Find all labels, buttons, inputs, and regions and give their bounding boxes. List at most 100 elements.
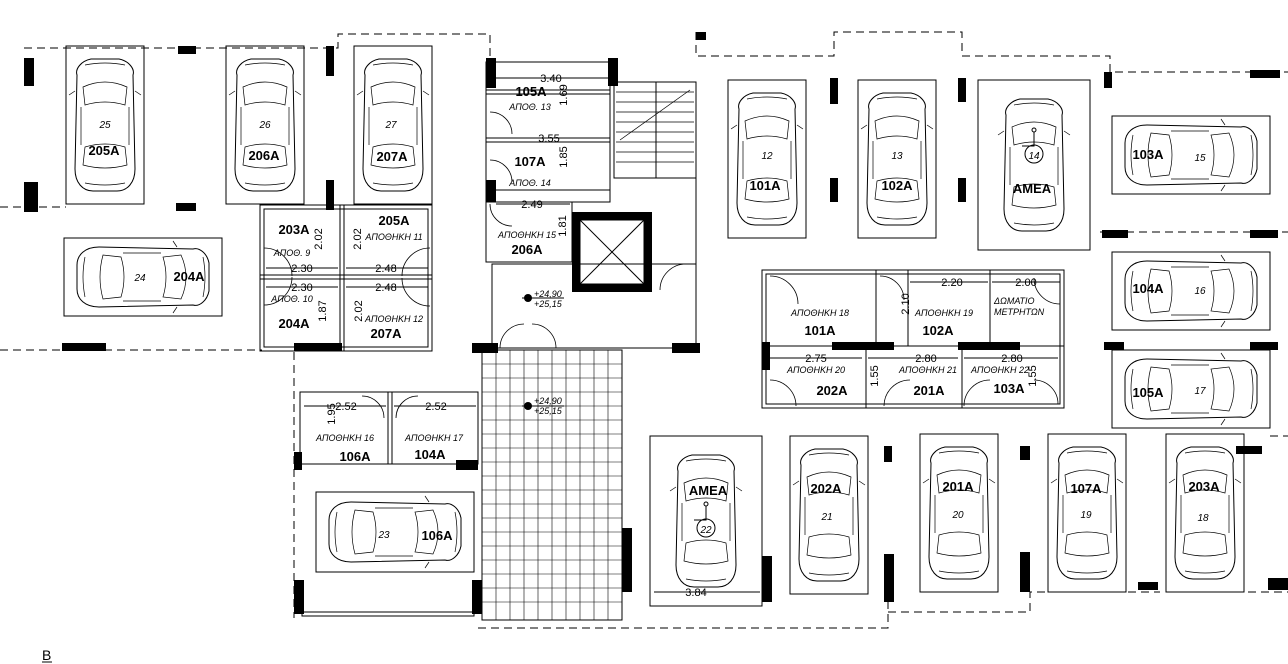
parking-space-13: 13 102A <box>881 151 913 193</box>
space-unit: 205A <box>88 143 120 158</box>
storage-19: ΑΠΟΘΗΚΗ 19 102A <box>914 308 973 338</box>
storage-block-left <box>259 204 433 352</box>
storage-name: ΑΠΟΘΗΚΗ 20 <box>786 365 845 375</box>
parking-space-18: 18 203A <box>1188 479 1220 524</box>
parking-space-12: 12 101A <box>749 151 781 193</box>
space-number: 16 <box>1194 286 1206 297</box>
parking-space-19: 19 107A <box>1070 481 1102 521</box>
parking-space-17: 17 105A <box>1132 385 1206 400</box>
dim-label: 2.02 <box>313 228 325 249</box>
dim-label: 1.95 <box>326 403 338 424</box>
space-unit: ΑΜΕΑ <box>689 483 728 498</box>
space-unit: 103A <box>1132 147 1164 162</box>
parking-space-22: 22 ΑΜΕΑ <box>689 483 728 536</box>
storage-name: ΑΠΟΘΗΚΗ 21 <box>898 365 957 375</box>
storage-block-right <box>761 269 1065 409</box>
level-marker-2 <box>522 402 564 410</box>
space-unit: 101A <box>749 178 781 193</box>
space-unit: 207A <box>376 149 408 164</box>
storage-unit: 203A <box>278 222 310 237</box>
storage-17: ΑΠΟΘΗΚΗ 17 104A <box>404 433 464 462</box>
storage-14: 107A ΑΠΟΘ. 14 <box>508 154 551 188</box>
dim-label: 2.30 <box>291 263 312 275</box>
storage-name: ΑΠΟΘ. 10 <box>270 294 313 304</box>
storage-20: ΑΠΟΘΗΚΗ 20 202A <box>786 365 848 398</box>
dim-label: 2.52 <box>335 401 356 413</box>
parking-space-23: 23 106A <box>377 528 453 543</box>
level-top: +24,90 <box>534 289 562 299</box>
tiled-area <box>481 349 623 621</box>
storage-unit: 204A <box>278 316 310 331</box>
storage-unit: 207A <box>370 326 402 341</box>
storage-name: ΑΠΟΘΗΚΗ 11 <box>364 232 422 242</box>
space-number: 12 <box>761 151 773 162</box>
parking-space-16: 16 104A <box>1132 281 1206 297</box>
dim-label: 1.55 <box>869 365 881 386</box>
storage-name: ΑΠΟΘΗΚΗ 15 <box>497 230 557 240</box>
space-unit: 106A <box>421 528 453 543</box>
dim-label: 2.20 <box>941 277 962 289</box>
meter-room-line-1: ΔΩΜΑΤΙΟ <box>993 296 1035 306</box>
dim-label: 2.75 <box>805 353 826 365</box>
space-unit: 203A <box>1188 479 1220 494</box>
storage-unit: 205A <box>378 213 410 228</box>
storage-name: ΑΠΟΘΗΚΗ 19 <box>914 308 973 318</box>
storage-unit: 102A <box>922 323 954 338</box>
dim-label: 2.80 <box>1001 353 1022 365</box>
storage-name: ΑΠΟΘ. 13 <box>508 102 551 112</box>
space-unit: 102A <box>881 178 913 193</box>
dim-label: 2.49 <box>521 199 542 211</box>
storage-21: ΑΠΟΘΗΚΗ 21 201A <box>898 365 957 398</box>
space-number: 23 <box>377 530 390 541</box>
space-number: 18 <box>1197 513 1209 524</box>
dim-label: 1.85 <box>558 146 570 167</box>
dim-label: 2.48 <box>375 282 396 294</box>
dimension-texts: 2.02 2.02 2.30 2.48 2.30 2.48 1.87 2.02 … <box>291 73 1039 599</box>
dim-label: 2.52 <box>425 401 446 413</box>
dimension-lines <box>266 77 1060 593</box>
level-marker-1 <box>522 294 564 302</box>
storage-block-center <box>485 61 697 349</box>
storage-16: ΑΠΟΘΗΚΗ 16 106A <box>315 433 374 464</box>
space-number: 13 <box>891 151 903 162</box>
space-unit: 104A <box>1132 281 1164 296</box>
space-unit: 201A <box>942 479 974 494</box>
storage-unit: 202A <box>816 383 848 398</box>
space-unit: 107A <box>1070 481 1102 496</box>
storage-15: ΑΠΟΘΗΚΗ 15 206A <box>497 230 557 257</box>
storage-unit: 201A <box>913 383 945 398</box>
space-number: 15 <box>1194 153 1206 164</box>
storage-11: 205A ΑΠΟΘΗΚΗ 11 <box>364 213 422 242</box>
storage-name: ΑΠΟΘΗΚΗ 18 <box>790 308 849 318</box>
space-number: 21 <box>820 512 832 523</box>
storage-name: ΑΠΟΘ. 9 <box>273 248 311 258</box>
space-number: 25 <box>98 120 111 131</box>
dim-label: 1.81 <box>557 215 569 236</box>
level-texts: +24,90 +25,15 +24,90 +25,15 <box>534 289 563 416</box>
storage-name: ΑΠΟΘΗΚΗ 22 <box>970 365 1029 375</box>
dim-label: 3.55 <box>538 133 559 145</box>
space-number: 20 <box>951 510 964 521</box>
parking-space-24: 24 204A <box>133 269 205 284</box>
space-number: 22 <box>699 525 712 536</box>
space-unit: 206A <box>248 148 280 163</box>
storage-10: ΑΠΟΘ. 10 204A <box>270 294 313 331</box>
storage-name: ΑΠΟΘΗΚΗ 16 <box>315 433 374 443</box>
storage-13: 105A ΑΠΟΘ. 13 <box>508 84 551 112</box>
space-number: 14 <box>1028 151 1040 162</box>
storage-22: ΑΠΟΘΗΚΗ 22 103A <box>970 365 1029 396</box>
space-number: 26 <box>258 120 271 131</box>
level-bottom: +25,15 <box>534 406 563 416</box>
dim-label: 2.00 <box>1015 277 1036 289</box>
parking-space-15: 15 103A <box>1132 147 1206 164</box>
storage-unit: 105A <box>515 84 547 99</box>
space-unit: 204A <box>173 269 205 284</box>
level-bottom: +25,15 <box>534 299 563 309</box>
space-number: 17 <box>1194 386 1206 397</box>
dim-label: 3.40 <box>540 73 561 85</box>
dim-label: 2.10 <box>900 293 912 314</box>
storage-unit: 104A <box>414 447 446 462</box>
parking-space-25: 25 205A <box>88 120 120 158</box>
